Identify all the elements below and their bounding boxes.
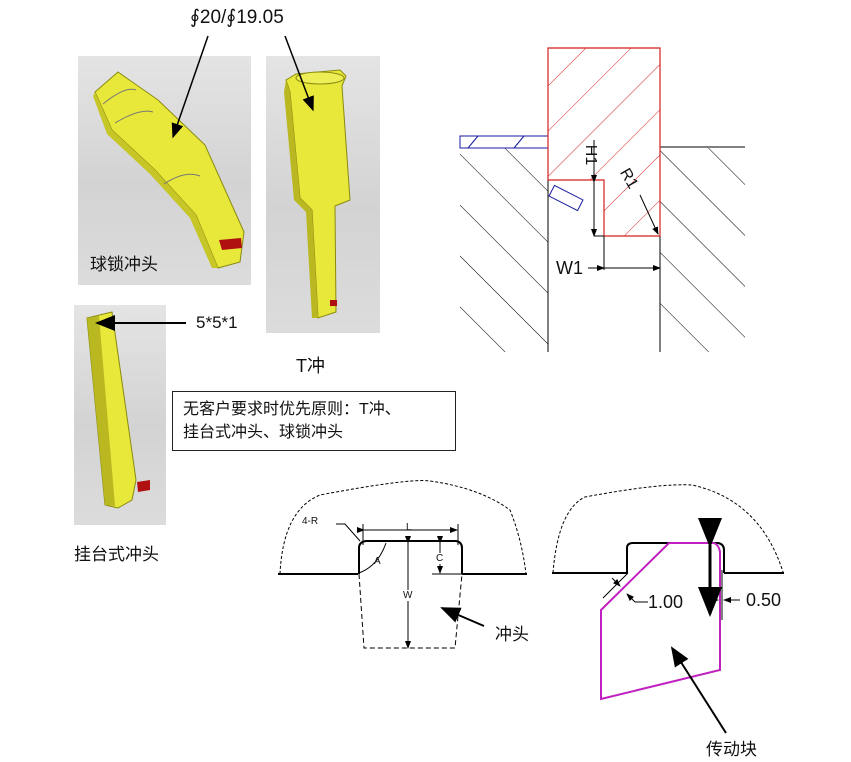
length-label: L <box>406 522 412 533</box>
hanging-punch-model <box>86 311 150 509</box>
hanging-punch-callout: 5*5*1 <box>196 313 238 332</box>
hanging-punch-caption: 挂台式冲头 <box>74 545 159 564</box>
priority-note-box: 无客户要求时优先原则：T冲、 挂台式冲头、球锁冲头 <box>172 391 456 451</box>
priority-note-line-2: 挂台式冲头、球锁冲头 <box>183 424 344 441</box>
diameter-dimension-label: ∮20/∮19.05 <box>190 7 284 28</box>
diameter-arrow-left <box>171 35 209 139</box>
h1-label: H1 <box>582 144 600 166</box>
diameter-arrow-right <box>284 35 314 112</box>
angle-label: A <box>374 556 381 567</box>
drive-block-pointer-label: 传动块 <box>706 740 757 759</box>
ball-lock-punch-model <box>93 71 245 269</box>
die-section-diagram <box>459 47 745 358</box>
gap-0-50-label: 0.50 <box>746 590 782 610</box>
clearance-label: C <box>436 553 444 564</box>
w1-label: W1 <box>556 258 583 278</box>
ball-lock-punch-caption: 球锁冲头 <box>90 255 158 274</box>
t-punch-caption: T冲 <box>296 356 325 376</box>
gap-1-00-label: 1.00 <box>648 592 684 612</box>
drive-block-diagram <box>552 484 784 734</box>
punch-profile-diagram <box>278 480 527 649</box>
t-punch-model <box>284 69 351 319</box>
priority-note-line-1: 无客户要求时优先原则：T冲、 <box>183 401 401 418</box>
radius-label: 4-R <box>302 516 319 527</box>
punch-pointer-label: 冲头 <box>495 625 529 644</box>
width-label: W <box>403 590 413 601</box>
